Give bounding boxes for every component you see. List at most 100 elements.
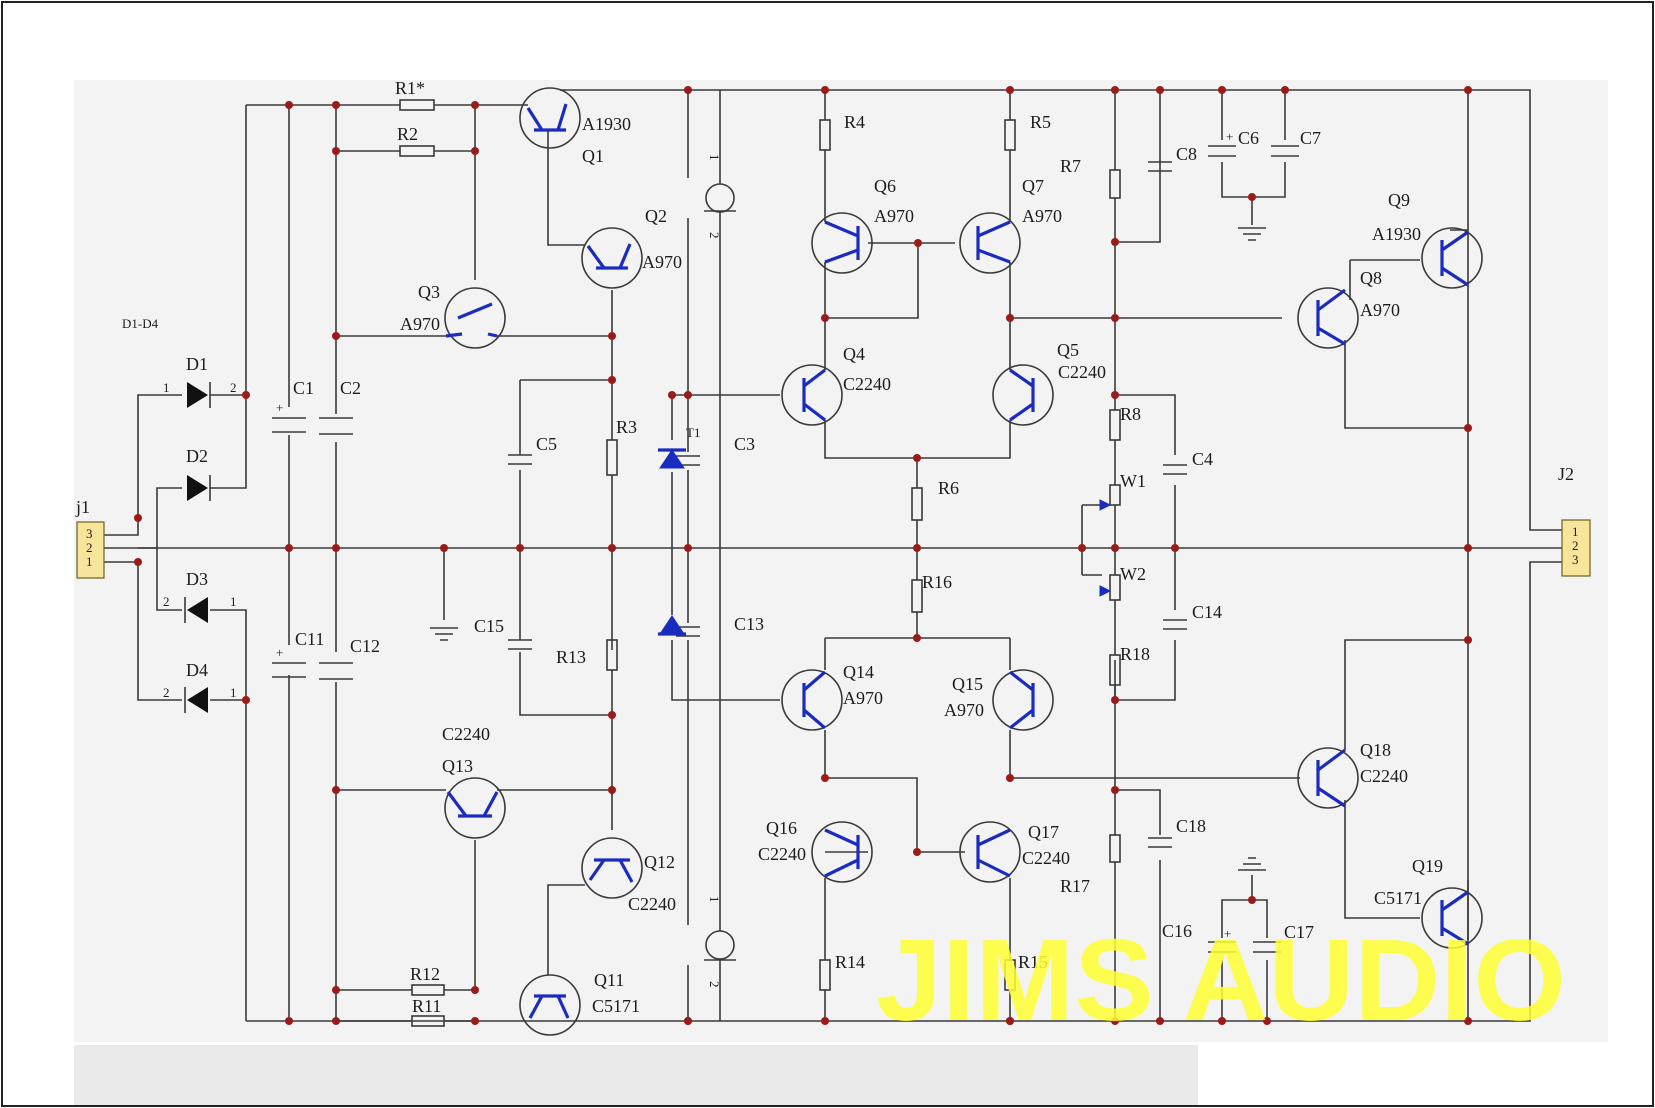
resistor-r13: R13	[556, 639, 618, 671]
capacitor-c8-label: C8	[1176, 144, 1197, 164]
transistor-q11-ref: Q11	[594, 970, 624, 990]
resistor-r16: R16	[911, 572, 952, 613]
trimmer-w2-label: W2	[1120, 564, 1146, 584]
transistor-q4: C2240 Q4	[781, 344, 891, 426]
transistor-q12-part: C2240	[628, 894, 676, 914]
transistor-q9: A1930 Q9	[1372, 190, 1483, 289]
transistor-q18-ref: Q18	[1360, 740, 1391, 760]
resistor-r17: R17	[1060, 834, 1121, 896]
transistor-q18-part: C2240	[1360, 766, 1408, 786]
diode-d1-pin: 2	[230, 380, 237, 395]
meter-upper-pin: 2	[707, 232, 722, 239]
transistor-q6-ref: Q6	[874, 176, 896, 196]
capacitor-c18-label: C18	[1176, 816, 1206, 836]
capacitor-c14: C14	[1163, 602, 1222, 630]
capacitor-c17: C17	[1253, 922, 1314, 953]
resistor-r13-label: R13	[556, 647, 586, 667]
capacitor-c11-label: C11	[295, 629, 324, 649]
capacitor-c7: C7	[1271, 128, 1321, 157]
meter-upper-pin: 1	[707, 154, 722, 161]
transistor-q18: Q18 C2240	[1297, 740, 1408, 809]
svg-text:+: +	[276, 645, 283, 660]
connector-j1-pin: 2	[86, 540, 93, 555]
trimmer-w1: W1	[1099, 471, 1146, 511]
resistor-r11-label: R11	[412, 996, 441, 1016]
transistor-q9-part: A1930	[1372, 224, 1421, 244]
diode-d3-pin: 2	[163, 594, 170, 609]
transistor-q15-ref: Q15	[952, 674, 983, 694]
capacitor-c3-label: C3	[734, 434, 755, 454]
transistor-q13: C2240 Q13	[442, 724, 506, 839]
capacitor-c4: C4	[1163, 449, 1213, 475]
diode-group-label: D1-D4	[122, 316, 159, 331]
diode-d4-label: D4	[186, 660, 208, 680]
capacitor-c15: C15	[474, 616, 532, 650]
transistor-q17-ref: Q17	[1028, 822, 1059, 842]
transistor-q16: Q16 C2240	[758, 818, 873, 883]
svg-text:+: +	[1224, 926, 1231, 941]
resistor-r17-label: R17	[1060, 876, 1090, 896]
diode-d4-pin: 1	[230, 685, 237, 700]
transistor-q4-part: C2240	[843, 374, 891, 394]
capacitor-c13: C13	[676, 614, 764, 637]
resistor-r8-label: R8	[1120, 404, 1141, 424]
transistor-q19-part: C5171	[1374, 888, 1422, 908]
transistor-q7-part: A970	[1022, 206, 1062, 226]
transistor-q1: A1930 Q1	[519, 87, 631, 166]
zener-diode-upper: T1	[658, 425, 700, 469]
resistor-r11: R11	[411, 996, 445, 1027]
capacitor-c6: + C6	[1208, 128, 1259, 157]
transistor-q15: Q15 A970	[944, 669, 1054, 731]
connector-j1-label: j1	[75, 497, 90, 517]
resistor-r6: R6	[911, 478, 959, 521]
resistor-r15-label: R15	[1018, 952, 1048, 972]
svg-text:+: +	[1226, 129, 1233, 144]
connector-j2-pin: 1	[1572, 524, 1579, 539]
resistor-r2: R2	[397, 124, 435, 157]
resistor-r8: R8	[1109, 404, 1141, 441]
transistor-q14-ref: Q14	[843, 662, 874, 682]
resistor-r3-label: R3	[616, 417, 637, 437]
capacitor-c16-label: C16	[1162, 921, 1192, 941]
transistor-q11-part: C5171	[592, 996, 640, 1016]
capacitor-c18: C18	[1148, 816, 1206, 848]
diode-d2-label: D2	[186, 446, 208, 466]
connector-j1-pin: 1	[86, 554, 93, 569]
resistor-r4-label: R4	[844, 112, 865, 132]
resistor-r15: R15	[1004, 952, 1048, 991]
capacitor-c1-label: C1	[293, 378, 314, 398]
capacitor-c7-label: C7	[1300, 128, 1321, 148]
meter-lower-pin: 1	[707, 896, 722, 903]
capacitor-c14-label: C14	[1192, 602, 1222, 622]
zener-label: T1	[686, 425, 700, 440]
transistor-q6-part: A970	[874, 206, 914, 226]
resistor-r14: R14	[819, 952, 865, 991]
junction-dots	[134, 86, 1472, 1025]
watermark-text: JIMS AUDIO	[876, 915, 1566, 1045]
transistor-q15-part: A970	[944, 700, 984, 720]
transistor-q3-ref: Q3	[418, 282, 440, 302]
diode-d3: D3 2 1	[163, 569, 237, 623]
connector-j2-label: J2	[1558, 464, 1574, 484]
wires	[104, 89, 1562, 1022]
transistor-q6: A970 Q6	[811, 176, 914, 274]
transistor-q7-ref: Q7	[1022, 176, 1044, 196]
transistor-q13-part: C2240	[442, 724, 490, 744]
capacitor-c17-label: C17	[1284, 922, 1314, 942]
resistor-r5: R5	[1004, 112, 1051, 151]
capacitor-c6-label: C6	[1238, 128, 1259, 148]
capacitor-c16: + C16	[1162, 921, 1236, 953]
transistor-q17: Q17 C2240	[959, 821, 1070, 883]
connector-j2-pin: 3	[1572, 552, 1579, 567]
transistor-q2-part: A970	[642, 252, 682, 272]
resistor-r4: R4	[819, 112, 865, 151]
transistor-q7: A970 Q7	[959, 176, 1062, 274]
capacitor-c13-label: C13	[734, 614, 764, 634]
resistor-r12: R12	[410, 964, 445, 996]
transistor-q11: Q11 C5171	[519, 970, 640, 1036]
resistor-r12-label: R12	[410, 964, 440, 984]
resistor-r7: R7	[1060, 156, 1121, 199]
transistor-q5-ref: Q5	[1057, 340, 1079, 360]
trimmer-w1-label: W1	[1120, 471, 1146, 491]
transistor-q13-ref: Q13	[442, 756, 473, 776]
